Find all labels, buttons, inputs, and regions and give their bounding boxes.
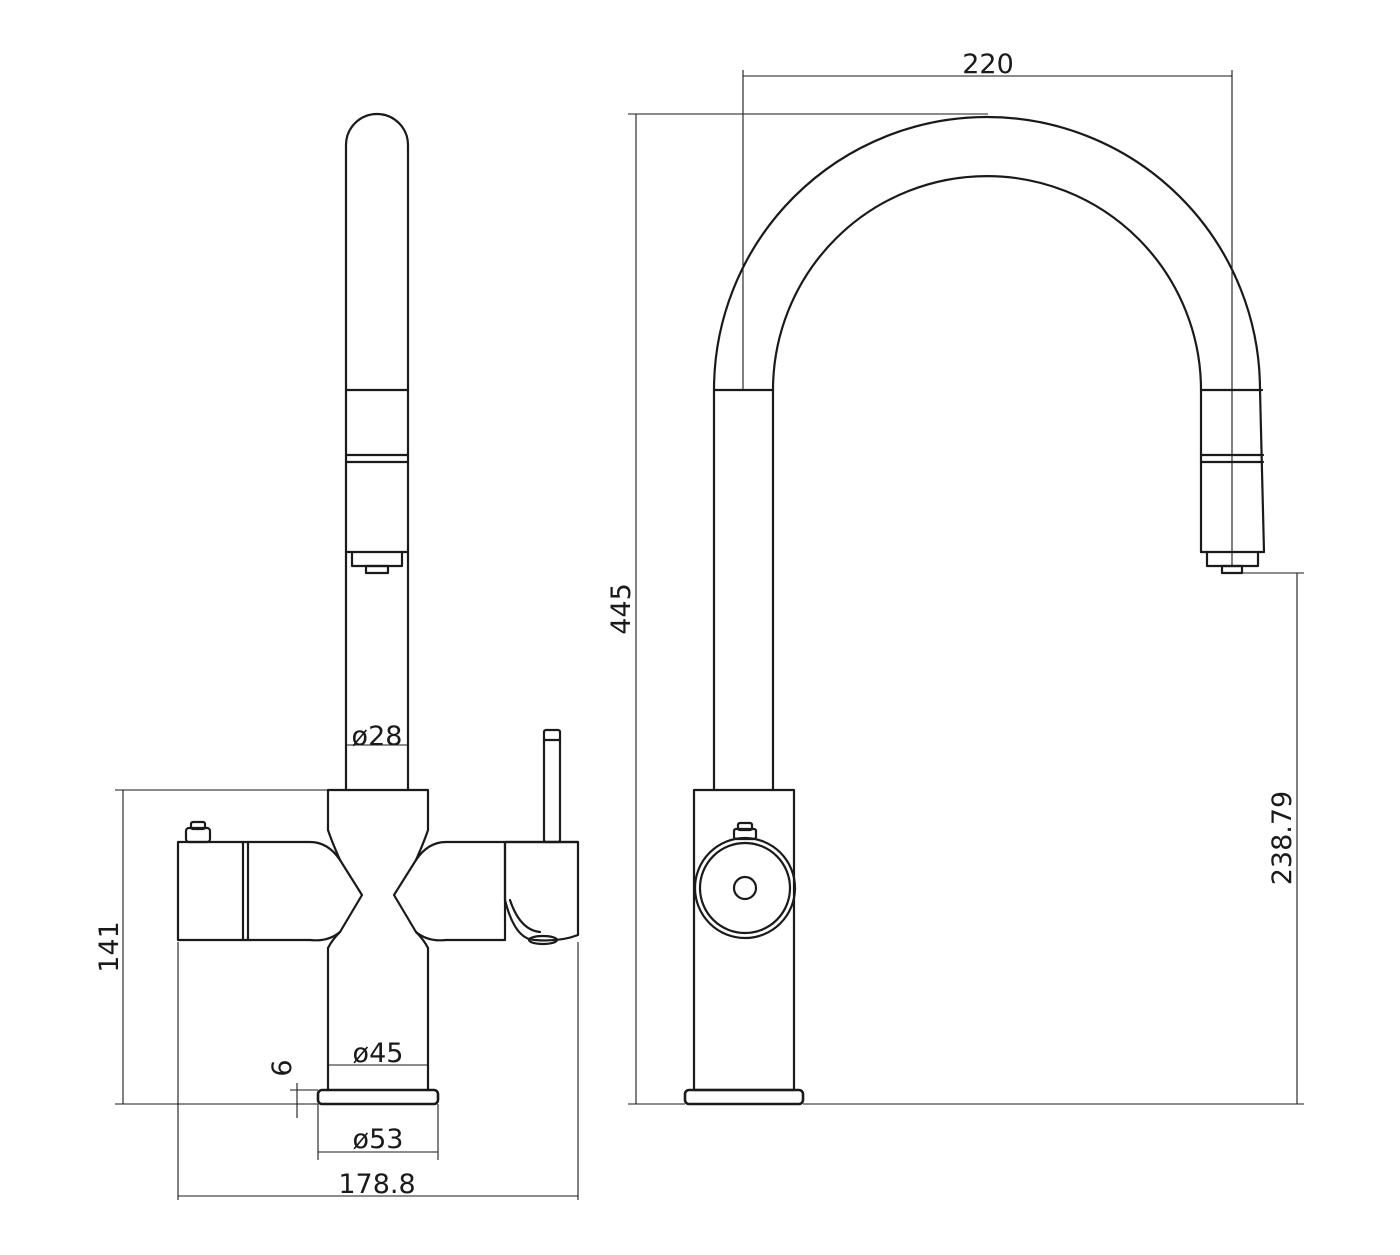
dim-overall-width-label: 178.8 — [338, 1169, 415, 1200]
front-spout-outer — [712, 115, 1266, 792]
front-view: 220 445 238.79 — [606, 49, 1304, 1106]
side-right-lever — [542, 728, 562, 844]
dim-base-thickness: 6 — [267, 1059, 318, 1118]
dim-reach-label: 220 — [962, 49, 1014, 80]
front-control-knob-center — [732, 875, 758, 901]
side-right-handle-curve — [414, 828, 430, 950]
dim-spout-outlet-height: 238.79 — [803, 572, 1304, 1105]
side-view: ø28 141 6 ø45 ø53 178.8 — [94, 112, 580, 1200]
dim-overall-width: 178.8 — [177, 942, 579, 1200]
side-body-column-lower — [326, 946, 430, 1092]
dim-spout-outlet-height-label: 238.79 — [1267, 791, 1298, 885]
dim-overall-height-label: 445 — [606, 583, 637, 635]
side-spout-aerator — [364, 564, 390, 575]
dim-body-height-label: 141 — [94, 921, 125, 973]
dim-overall-height: 445 — [606, 113, 988, 1105]
dim-base-diameter: ø53 — [317, 1104, 439, 1160]
side-body-column — [326, 788, 430, 832]
dim-base-diameter-label: ø53 — [353, 1124, 404, 1155]
front-control-knob-inner — [698, 841, 792, 935]
side-right-handle-end — [503, 840, 580, 942]
side-left-button-cap — [189, 820, 207, 831]
dim-reach: 220 — [742, 49, 1233, 566]
front-spout-inner — [771, 174, 1203, 792]
side-base-plate — [316, 1088, 440, 1106]
dim-base-thickness-label: 6 — [267, 1059, 298, 1076]
dim-body-diameter: ø45 — [328, 1038, 428, 1069]
dim-body-height: 141 — [94, 789, 346, 1105]
front-control-knob — [693, 836, 797, 940]
side-left-handle-curve — [326, 828, 342, 950]
front-body — [692, 788, 796, 1092]
dim-body-diameter-label: ø45 — [353, 1038, 404, 1069]
side-right-lever-base — [527, 934, 559, 946]
front-spout-aerator — [1220, 564, 1244, 575]
front-control-button-cap — [736, 821, 754, 832]
dim-spout-diameter: ø28 — [345, 721, 409, 760]
side-right-handle — [392, 840, 580, 942]
dim-spout-diameter-label: ø28 — [352, 721, 403, 752]
side-spout-nozzle — [350, 550, 404, 568]
front-base-plate — [683, 1088, 805, 1106]
side-left-handle — [176, 840, 364, 942]
side-right-lever-joint — [508, 898, 542, 934]
side-spout — [344, 112, 410, 792]
